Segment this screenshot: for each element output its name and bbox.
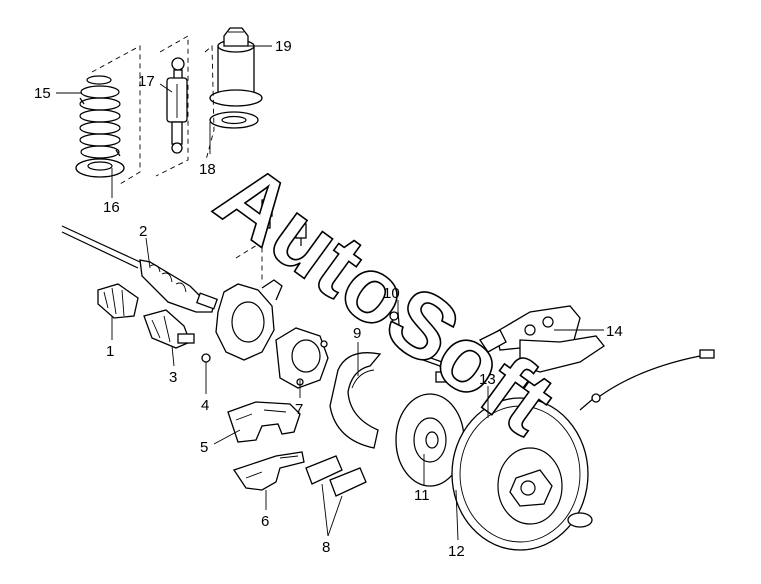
callout-3: 3: [169, 369, 177, 386]
callout-6: 6: [261, 513, 269, 530]
shock-absorber: [166, 57, 188, 154]
callout-18: 18: [199, 161, 216, 178]
callout-4: 4: [201, 397, 209, 414]
callout-15: 15: [34, 85, 51, 102]
callout-11: 11: [414, 487, 430, 504]
coil-spring: [75, 75, 125, 178]
wheel-rotor-assembly: [451, 397, 593, 551]
callout-1: 1: [106, 343, 114, 360]
bump-stop-assembly: [209, 27, 263, 129]
callout-7: 7: [295, 401, 303, 418]
callout-14: 14: [606, 323, 623, 340]
callout-8: 8: [322, 539, 330, 556]
wheel-speed-sensors: [261, 199, 307, 246]
cv-joint: [143, 309, 195, 349]
brake-pads: [305, 455, 367, 497]
drive-shaft: [61, 225, 219, 313]
callout-16: 16: [103, 199, 120, 216]
caliper-bracket: [227, 401, 301, 443]
brake-hose: [389, 311, 449, 383]
cv-boot: [97, 283, 139, 319]
callout-17: 17: [138, 73, 155, 90]
callout-10: 10: [383, 285, 400, 302]
dust-shield: [329, 352, 382, 449]
callout-19: 19: [275, 38, 292, 55]
callout-5: 5: [200, 439, 208, 456]
callout-9: 9: [353, 325, 361, 342]
parking-brake-cable: [579, 349, 715, 411]
pad-retaining-clip: [232, 451, 305, 491]
steering-knuckle: [201, 279, 283, 363]
callout-13: 13: [479, 371, 496, 388]
brake-caliper: [479, 305, 605, 373]
callout-2: 2: [139, 223, 147, 240]
hub-bearing: [275, 327, 329, 389]
callout-12: 12: [448, 543, 465, 560]
leader-lines: [56, 45, 604, 541]
callout-labels: 1 2 3 4 5 6 7 8 9 10 11 12 13 14 15 16 1…: [34, 38, 623, 560]
